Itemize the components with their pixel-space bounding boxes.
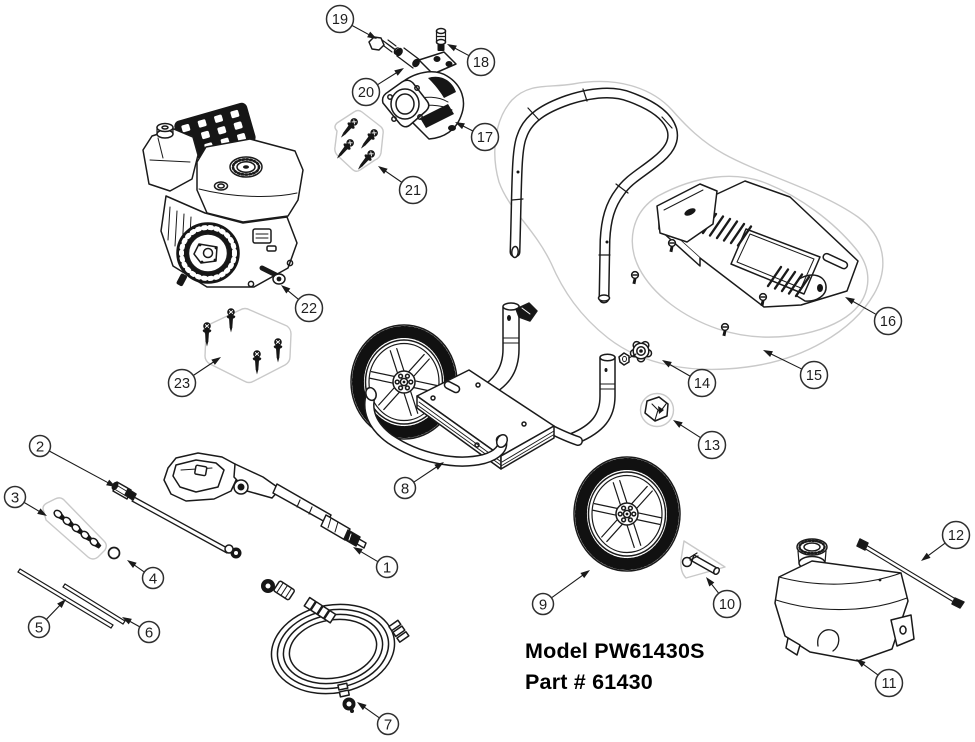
leader-arrow-icon	[673, 420, 683, 428]
callout-19: 19	[325, 4, 377, 39]
leader-arrow-icon	[447, 44, 457, 52]
callout-10: 10	[706, 577, 742, 619]
callout-3: 3	[3, 485, 47, 516]
callout-4: 4	[127, 560, 165, 590]
engine-mount-bolts	[201, 307, 292, 384]
leader-arrow-icon	[856, 659, 866, 668]
leader-arrow-icon	[378, 166, 388, 175]
callout-number: 8	[401, 480, 409, 497]
callout-12: 12	[921, 520, 971, 561]
engine	[142, 102, 304, 288]
callout-number: 15	[806, 368, 822, 384]
leader-arrow-icon	[394, 68, 404, 76]
leader-arrow-icon	[434, 462, 444, 470]
callout-number: 4	[149, 570, 157, 587]
leader-arrow-icon	[763, 350, 773, 358]
callout-22: 22	[281, 285, 324, 323]
leader-arrow-icon	[662, 360, 672, 368]
leader-arrow-icon	[127, 560, 137, 569]
detergent-tank	[774, 538, 915, 662]
callout-2: 2	[28, 434, 116, 487]
high-pressure-hose	[261, 579, 410, 713]
control-panel-plate	[656, 180, 859, 308]
leader-arrow-icon	[281, 285, 291, 294]
model-text: Model PW61430S	[525, 639, 705, 663]
leader-arrow-icon	[455, 122, 465, 130]
callout-number: 1	[383, 559, 391, 576]
o-ring	[107, 546, 121, 560]
leader-arrow-icon	[37, 508, 47, 516]
leader-arrow-icon	[367, 31, 377, 39]
callout-23: 23	[167, 357, 221, 398]
callout-number: 13	[704, 438, 720, 454]
axle-pin	[680, 540, 726, 579]
callout-number: 16	[880, 314, 896, 330]
callout-number: 17	[477, 130, 493, 146]
handle-bar	[509, 87, 679, 304]
tank-tube	[856, 538, 965, 609]
leader-arrow-icon	[357, 702, 367, 711]
callout-number: 22	[301, 301, 317, 317]
callout-14: 14	[662, 360, 717, 398]
leader-arrow-icon	[706, 577, 715, 587]
callout-1: 1	[353, 547, 399, 579]
leader-arrow-icon	[580, 570, 590, 579]
lance-tube-short	[62, 583, 126, 625]
callout-5: 5	[27, 599, 66, 639]
frame-deck-plate	[416, 369, 555, 470]
spray-gun	[163, 452, 367, 549]
callout-number: 9	[539, 596, 547, 613]
callout-number: 10	[719, 597, 735, 613]
callout-number: 18	[473, 55, 489, 71]
part-number-text: Part # 61430	[525, 670, 653, 694]
callout-number: 6	[145, 624, 153, 641]
leader-arrow-icon	[845, 297, 855, 305]
callout-21: 21	[378, 166, 428, 205]
pump-mount-bolts	[332, 109, 384, 174]
callout-number: 7	[384, 716, 392, 733]
callout-17: 17	[455, 122, 500, 152]
callout-number: 5	[35, 619, 43, 636]
right-wheel	[574, 457, 680, 571]
callout-15: 15	[763, 350, 829, 390]
callout-9: 9	[531, 570, 590, 616]
leader-arrow-icon	[106, 479, 116, 487]
pump-assembly	[368, 27, 465, 140]
callout-number: 12	[948, 528, 964, 544]
callout-number: 19	[332, 12, 348, 28]
leader-arrow-icon	[211, 357, 221, 365]
leader-arrow-icon	[921, 552, 931, 561]
callout-number: 14	[694, 376, 710, 392]
callout-13: 13	[673, 420, 727, 460]
callout-number: 23	[174, 376, 190, 392]
callout-number: 21	[405, 183, 421, 199]
title-block: Model PW61430S Part # 61430	[525, 636, 705, 698]
callout-11: 11	[856, 659, 904, 698]
nozzle-kit	[42, 497, 107, 560]
frame-bumper-tube	[364, 386, 509, 467]
leader-arrow-icon	[122, 617, 132, 625]
handle-knob	[618, 340, 653, 366]
callout-20: 20	[351, 68, 404, 107]
callout-number: 3	[11, 489, 19, 506]
callout-18: 18	[447, 44, 496, 77]
callout-8: 8	[393, 462, 444, 500]
callout-number: 11	[881, 676, 896, 692]
callout-number: 2	[36, 438, 44, 455]
callout-6: 6	[122, 617, 161, 644]
callout-number: 20	[358, 85, 374, 101]
retainer-clip	[639, 392, 675, 428]
handle-assembly-outline	[494, 80, 884, 371]
callout-7: 7	[357, 702, 400, 736]
callout-16: 16	[845, 297, 903, 336]
leader-arrow-icon	[57, 599, 66, 609]
leader-arrow-icon	[353, 547, 363, 555]
panel-screws	[630, 238, 768, 337]
